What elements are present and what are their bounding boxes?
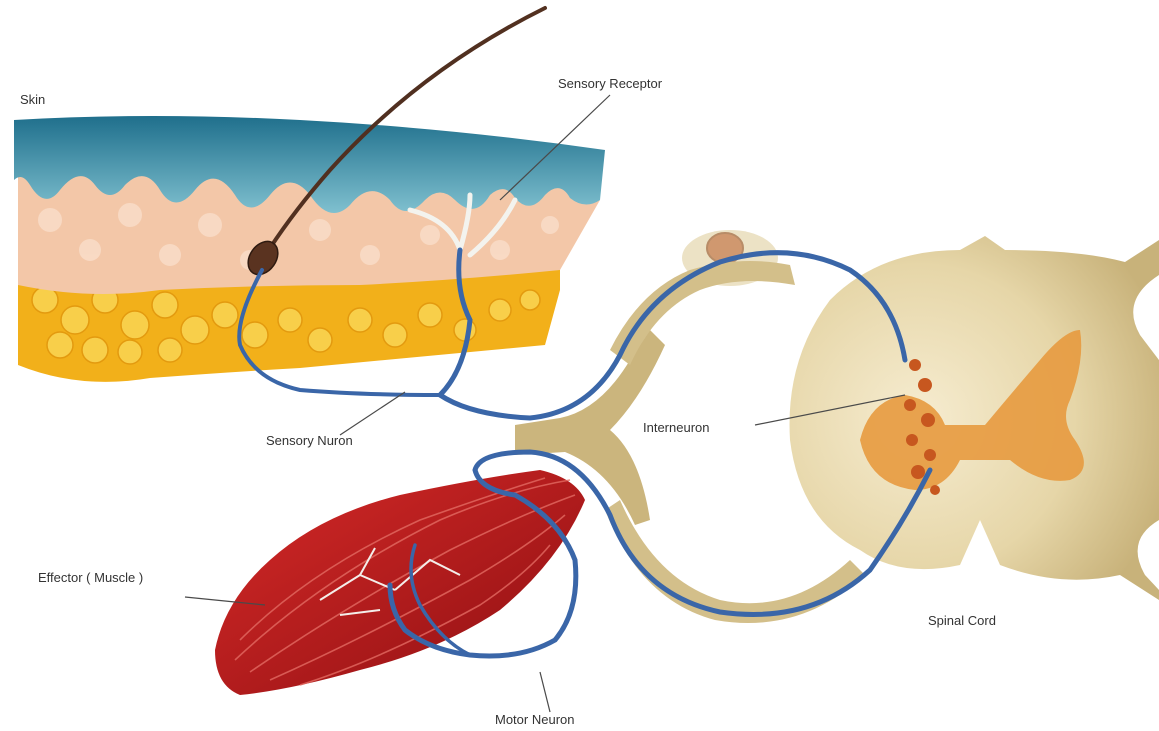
spinal-cord-white-matter xyxy=(790,236,1159,600)
label-effector: Effector ( Muscle ) xyxy=(38,570,143,585)
label-sensory-neuron: Sensory Nuron xyxy=(266,433,353,448)
label-interneuron: Interneuron xyxy=(643,420,710,435)
spinal-cord xyxy=(682,230,1159,600)
label-motor-neuron: Motor Neuron xyxy=(495,712,574,727)
label-skin: Skin xyxy=(20,92,45,107)
label-spinal-cord: Spinal Cord xyxy=(928,613,996,628)
label-sensory-receptor: Sensory Receptor xyxy=(558,76,663,91)
leader-sensory-neuron xyxy=(340,392,405,435)
skin-section xyxy=(14,8,605,382)
dorsal-root xyxy=(610,261,795,365)
leader-motor-neuron xyxy=(540,672,550,712)
